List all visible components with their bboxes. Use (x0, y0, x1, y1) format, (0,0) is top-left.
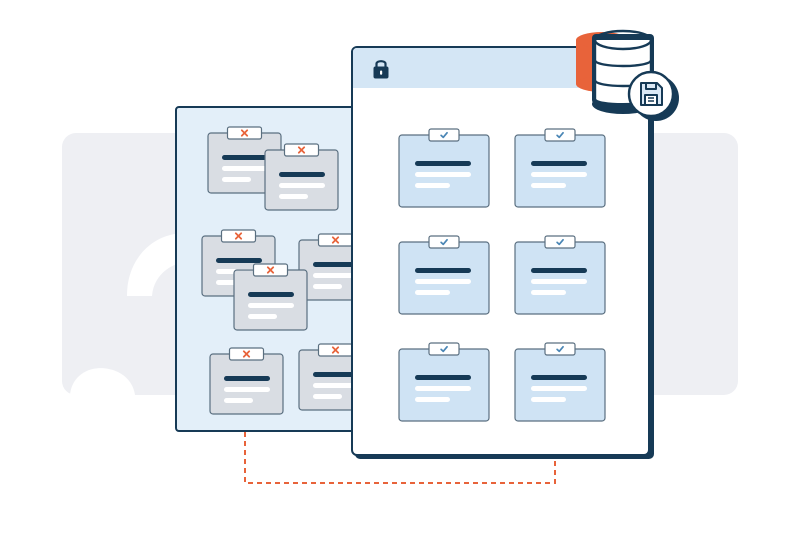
card-title-line (531, 268, 587, 273)
accepted-record-card (398, 128, 490, 208)
card-tab (544, 235, 576, 249)
card-title-line (224, 376, 270, 381)
card-title-line (313, 372, 359, 377)
floppy-disk-icon (627, 70, 679, 121)
card-text-line (248, 303, 294, 308)
accepted-record-card (398, 235, 490, 315)
accepted-cards (398, 128, 606, 422)
accepted-record-card (514, 342, 606, 422)
card-text-line (222, 177, 251, 182)
accepted-record-card (514, 235, 606, 315)
card-tab (428, 342, 460, 356)
card-text-line (531, 172, 587, 177)
card-text-line (415, 279, 471, 284)
card-text-line (531, 279, 587, 284)
decor-swirl-bottom (70, 368, 135, 395)
target-panel-header (353, 48, 648, 88)
card-text-line (313, 383, 359, 388)
lock-icon (373, 60, 389, 79)
accepted-record-card (398, 342, 490, 422)
card-text-line (415, 172, 471, 177)
rejected-record-card (298, 233, 360, 301)
card-title-line (415, 375, 471, 380)
card-text-line (222, 166, 268, 171)
card-text-line (531, 386, 587, 391)
card-text-line (531, 397, 566, 402)
card-text-line (248, 314, 277, 319)
card-tab (428, 128, 460, 142)
rejected-record-card (209, 347, 284, 415)
source-panel (175, 106, 362, 432)
card-title-line (531, 375, 587, 380)
card-title-line (248, 292, 294, 297)
card-title-line (415, 268, 471, 273)
card-text-line (279, 194, 308, 199)
rejected-record-card (233, 263, 308, 331)
card-text-line (415, 397, 450, 402)
rejected-record-card (264, 143, 339, 211)
rejected-record-card (207, 126, 282, 194)
target-panel (351, 46, 654, 459)
card-text-line (279, 183, 325, 188)
card-title-line (279, 172, 325, 177)
card-text-line (224, 398, 253, 403)
card-text-line (313, 273, 359, 278)
card-text-line (224, 387, 270, 392)
rejected-cards (201, 126, 360, 415)
card-text-line (313, 394, 342, 399)
card-text-line (531, 290, 566, 295)
card-text-line (415, 290, 450, 295)
card-title-line (531, 161, 587, 166)
rejected-record-card (298, 343, 360, 411)
card-title-line (415, 161, 471, 166)
card-text-line (531, 183, 566, 188)
card-tab (544, 128, 576, 142)
card-text-line (415, 386, 471, 391)
card-text-line (313, 284, 342, 289)
card-text-line (415, 183, 450, 188)
card-tab (428, 235, 460, 249)
card-title-line (222, 155, 268, 160)
card-title-line (313, 262, 359, 267)
card-title-line (216, 258, 262, 263)
accepted-record-card (514, 128, 606, 208)
card-tab (544, 342, 576, 356)
